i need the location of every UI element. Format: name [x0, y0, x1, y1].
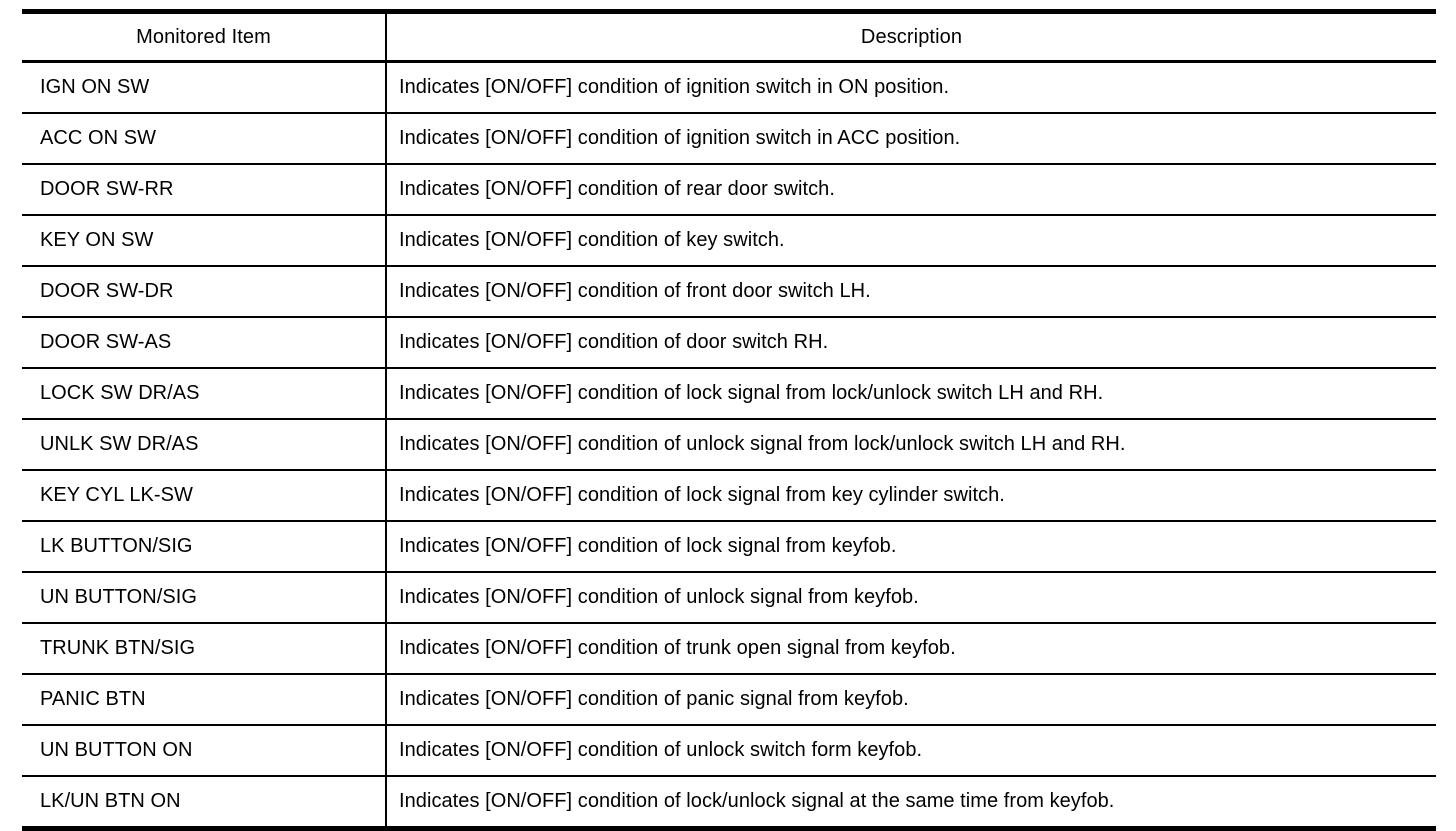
cell-monitored-item: UN BUTTON/SIG [22, 571, 387, 623]
cell-description: Indicates [ON/OFF] condition of lock sig… [386, 367, 1436, 419]
cell-monitored-item: DOOR SW-AS [22, 316, 387, 368]
cell-monitored-item: KEY ON SW [22, 214, 387, 266]
cell-monitored-item: DOOR SW-DR [22, 265, 387, 317]
cell-description: Indicates [ON/OFF] condition of ignition… [399, 76, 950, 98]
cell-monitored-item: LOCK SW DR/AS [22, 367, 387, 419]
cell-description: Indicates [ON/OFF] condition of unlock s… [386, 571, 1436, 623]
cell-description: Indicates [ON/OFF] condition of lock sig… [386, 520, 1436, 572]
cell-description: Indicates [ON/OFF] condition of lock/unl… [386, 775, 1436, 829]
column-header-monitored-item: Monitored Item [22, 11, 387, 63]
cell-description: Indicates [ON/OFF] condition of door swi… [386, 316, 1436, 368]
cell-monitored-item: LK/UN BTN ON [22, 775, 387, 829]
table-header: Monitored Item Description [22, 11, 1436, 63]
table-header-row: Monitored Item Description [22, 11, 1436, 63]
cell-description: Indicates [ON/OFF] condition of panic si… [386, 673, 1436, 725]
cell-description: Indicates [ON/OFF] condition of trunk op… [386, 622, 1436, 674]
cell-description: Indicates [ON/OFF] condition of unlock s… [386, 724, 1436, 776]
cell-description: Indicates [ON/OFF] condition of rear doo… [386, 163, 1436, 215]
cell-monitored-item: UNLK SW DR/AS [22, 418, 387, 470]
cell-monitored-item: ACC ON SW [22, 112, 387, 164]
column-header-description: Description [386, 11, 1436, 63]
cell-monitored-item: TRUNK BTN/SIG [22, 622, 387, 674]
cell-monitored-item: LK BUTTON/SIG [22, 520, 387, 572]
cell-monitored-item: IGN ON SW [22, 61, 387, 113]
cell-monitored-item: UN BUTTON ON [22, 724, 387, 776]
table-row: IGN ON SW Indicates [ON/OFF] condition of… [22, 61, 1436, 113]
cell-description: Indicates [ON/OFF] condition of front do… [386, 265, 1436, 317]
cell-monitored-item: DOOR SW-RR [22, 163, 387, 215]
cell-description: Indicates [ON/OFF] condition of unlock s… [386, 418, 1436, 470]
cell-description: Indicates [ON/OFF] condition of lock sig… [386, 469, 1436, 521]
cell-monitored-item: KEY CYL LK-SW [22, 469, 387, 521]
cell-description: Indicates [ON/OFF] condition of key swit… [386, 214, 1436, 266]
cell-description: Indicates [ON/OFF] condition of ignition… [386, 112, 1436, 164]
cell-monitored-item: PANIC BTN [22, 673, 387, 725]
